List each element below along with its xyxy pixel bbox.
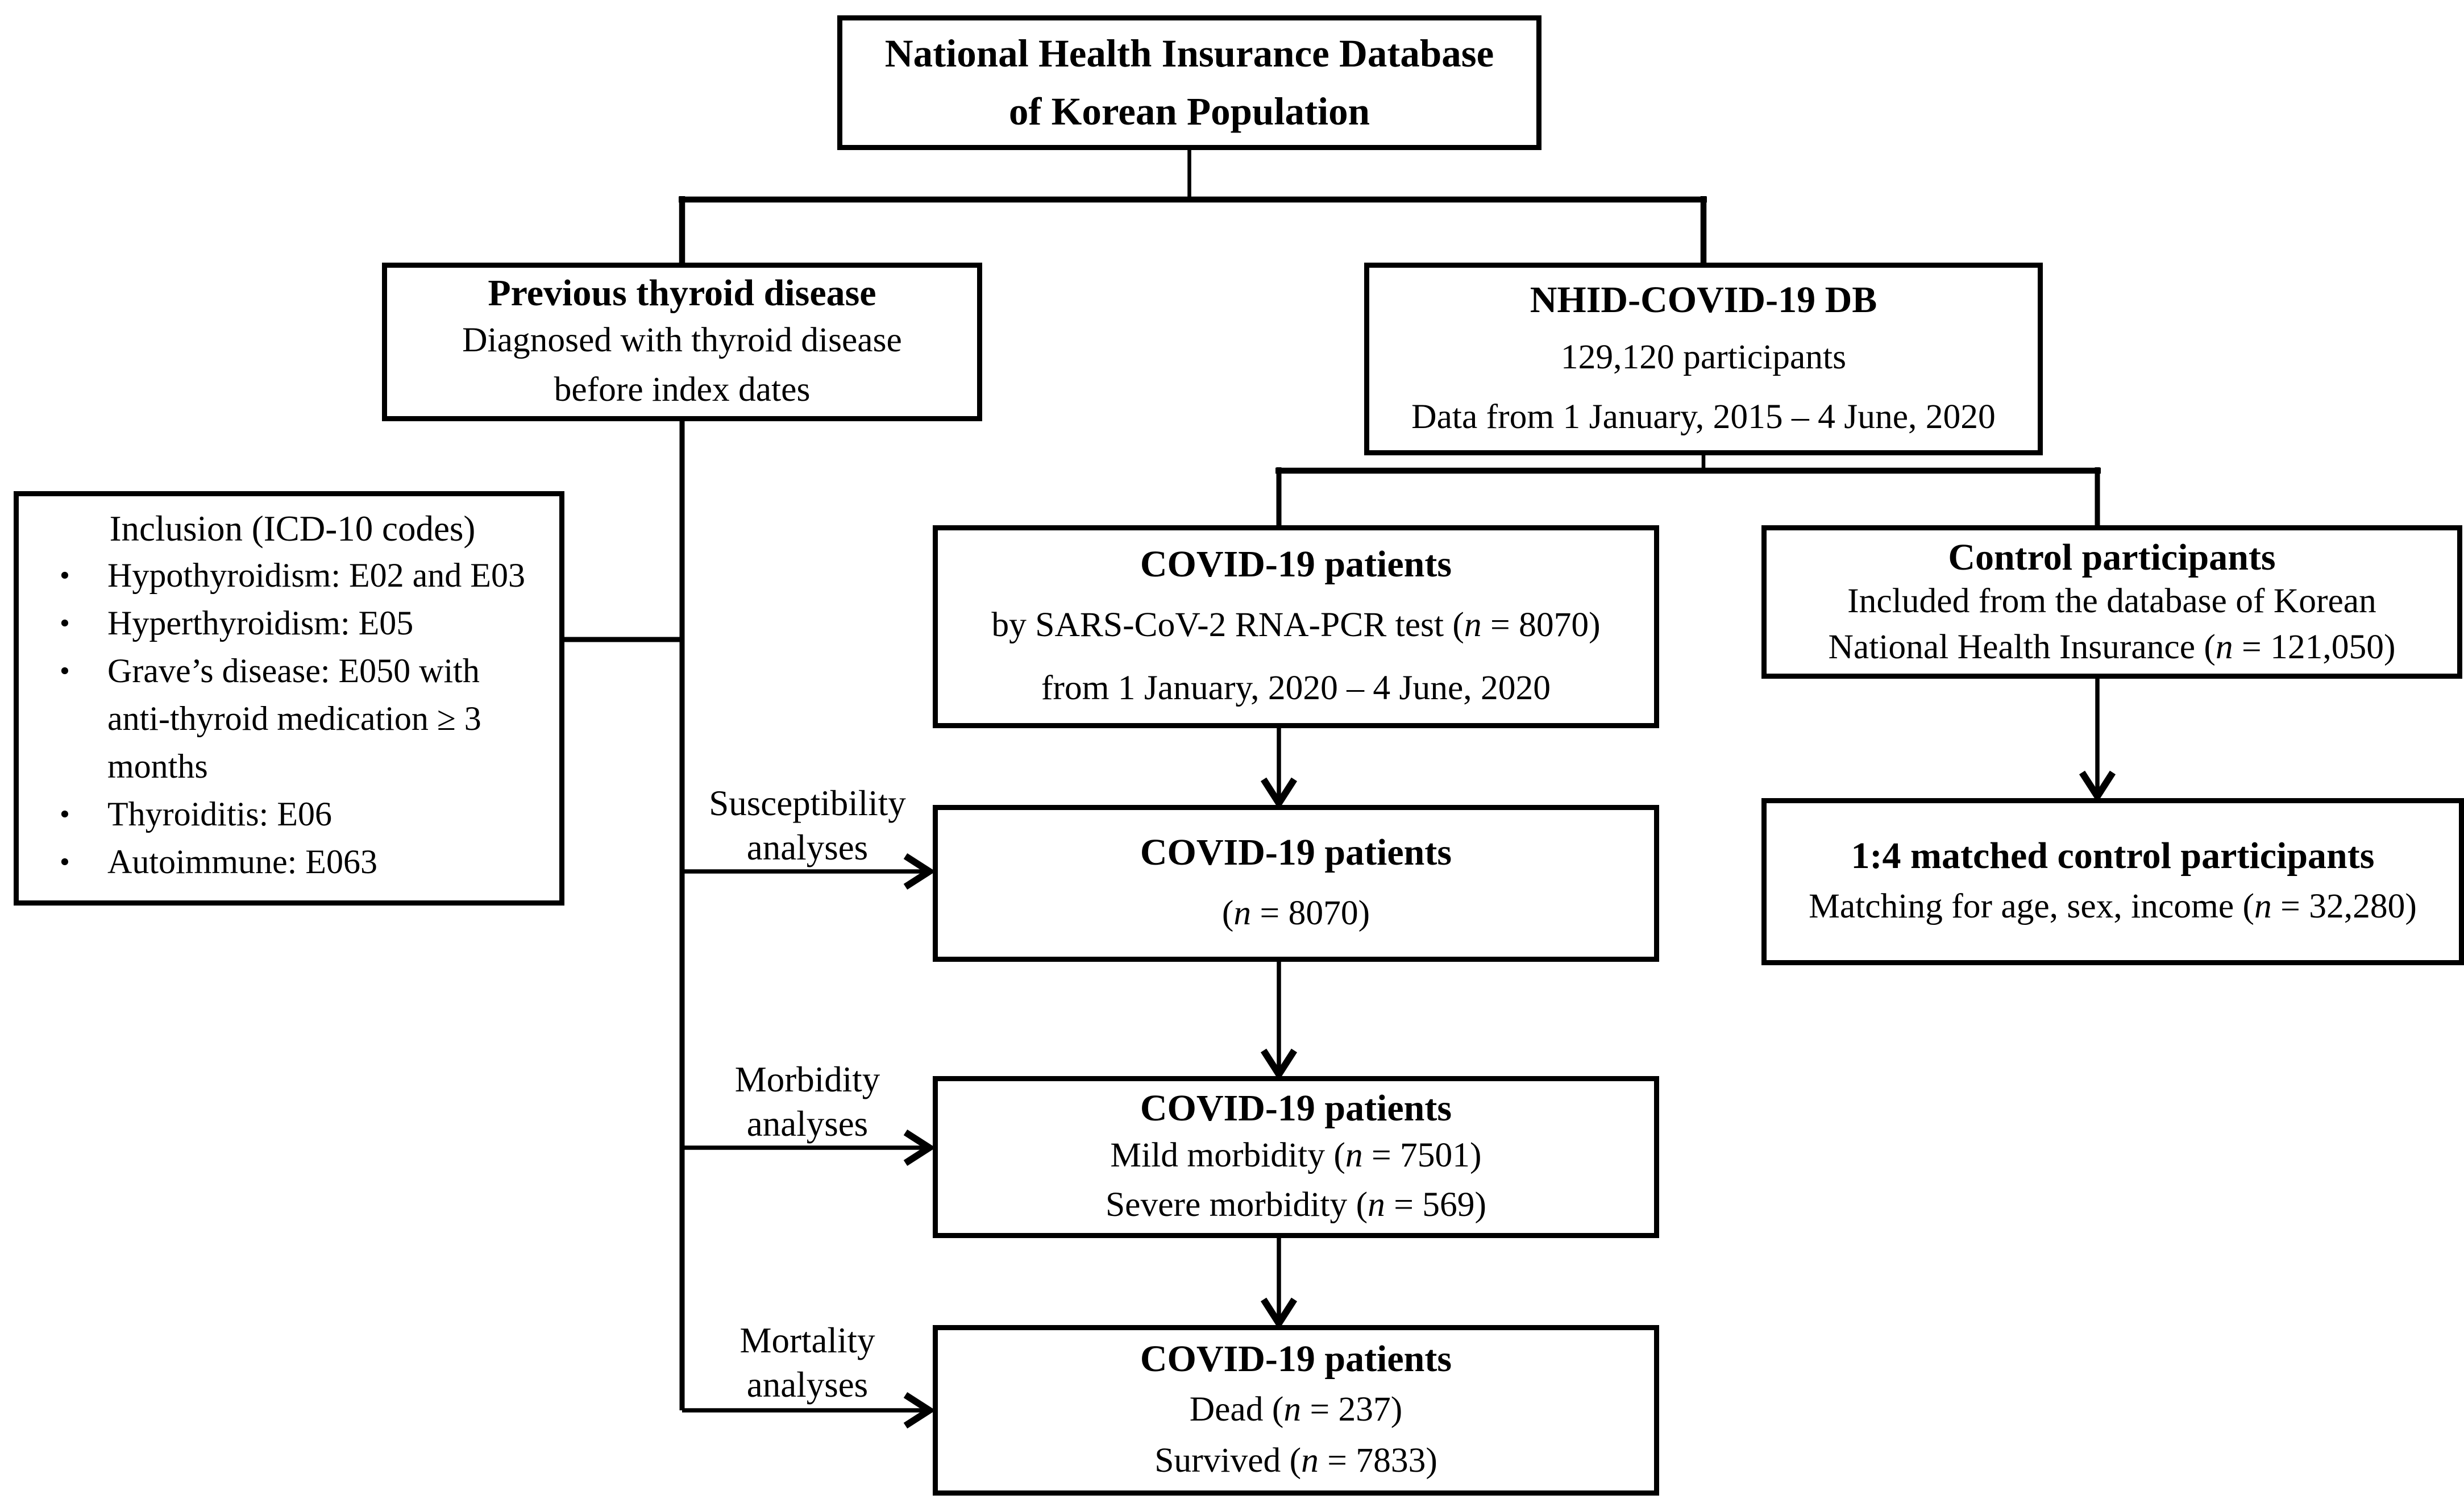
bullet-marker: •: [60, 798, 70, 831]
box-inclusion-criteria: Inclusion (ICD-10 codes) • Hypothyroidism:…: [14, 491, 564, 906]
box-text-line: 129,120 participants: [1560, 339, 1847, 377]
box-text-line: before index dates: [554, 372, 811, 409]
box-title-line: COVID-19 patients: [1140, 831, 1452, 873]
box-text-line: Mild morbidity (n = 7501): [1110, 1137, 1482, 1175]
label-line: Mortality: [739, 1320, 875, 1361]
box-title-line: Previous thyroid disease: [488, 271, 876, 314]
box-title-line: COVID-19 patients: [1140, 1086, 1452, 1129]
bullet-text: Hypothyroidism: E02 and E03: [107, 553, 546, 600]
box-covid19-patients-susceptibility: COVID-19 patients (n = 8070): [933, 805, 1659, 962]
box-text-line: from 1 January, 2020 – 4 June, 2020: [1041, 670, 1551, 708]
bullet-text: Grave’s disease: E050 with anti-thyroid m…: [107, 648, 546, 791]
label-mortality-analyses: Mortality analyses: [685, 1318, 929, 1407]
bullet-item: • Autoimmune: E063: [39, 839, 546, 887]
box-text-line: Survived (n = 7833): [1154, 1443, 1437, 1480]
box-heading: Inclusion (ICD-10 codes): [109, 508, 476, 549]
box-text-line: Data from 1 January, 2015 – 4 June, 2020: [1411, 399, 1996, 437]
box-title-line: Control participants: [1948, 534, 2276, 578]
arrowhead-matched: [2079, 770, 2116, 803]
arrowhead-morbidity: [1260, 1048, 1298, 1081]
box-text-line: Included from the database of Korean: [1847, 582, 2376, 620]
box-title-line: NHID-COVID-19 DB: [1530, 278, 1877, 321]
arrowhead-mortality-analyses: [903, 1392, 936, 1429]
box-text-line: Matching for age, sex, income (n = 32,28…: [1809, 888, 2417, 926]
bullet-item: • Hyperthyroidism: E05: [39, 600, 546, 648]
box-text-line: by SARS-CoV-2 RNA-PCR test (n = 8070): [991, 607, 1601, 645]
bullet-line: Hypothyroidism: E02 and E03: [107, 558, 525, 595]
bullet-line: Thyroiditis: E06: [107, 796, 333, 834]
box-title-line: COVID-19 patients: [1140, 1337, 1452, 1380]
bullet-marker: •: [60, 607, 70, 640]
box-title-line: National Health Insurance Database: [884, 31, 1494, 74]
label-line: analyses: [746, 827, 869, 868]
box-covid19-patients-pcr: COVID-19 patients by SARS-CoV-2 RNA-PCR t…: [933, 525, 1659, 728]
label-line: Morbidity: [734, 1059, 880, 1100]
bullet-text: Autoimmune: E063: [107, 839, 546, 887]
label-morbidity-analyses: Morbidity analyses: [685, 1057, 929, 1146]
bullet-marker: •: [60, 655, 70, 687]
bullet-item: • Thyroiditis: E06: [39, 791, 546, 839]
box-text-line: Dead (n = 237): [1189, 1392, 1403, 1429]
label-line: analyses: [746, 1364, 869, 1405]
bullet-marker: •: [60, 559, 70, 592]
label-susceptibility-analyses: Susceptibility analyses: [685, 781, 929, 870]
box-text-line: (n = 8070): [1221, 895, 1370, 933]
box-title-line: of Korean Population: [1008, 89, 1370, 132]
bullet-item: • Hypothyroidism: E02 and E03: [39, 553, 546, 600]
box-text-line: National Health Insurance (n = 121,050): [1828, 628, 2396, 666]
label-line: Susceptibility: [709, 783, 906, 824]
bullet-line: anti-thyroid medication ≥ 3: [107, 701, 481, 738]
box-title-line: COVID-19 patients: [1140, 542, 1452, 585]
bullet-marker: •: [60, 846, 70, 878]
bullet-line: months: [107, 749, 208, 786]
box-text-line: Diagnosed with thyroid disease: [462, 322, 902, 360]
box-text-line: Severe morbidity (n = 569): [1105, 1187, 1487, 1224]
bullet-line: Hyperthyroidism: E05: [107, 605, 414, 643]
arrowhead-susceptibility: [903, 853, 936, 890]
bullet-line: Grave’s disease: E050 with: [107, 653, 480, 691]
arrowhead-mortality: [1260, 1297, 1298, 1330]
label-line: analyses: [746, 1103, 869, 1144]
box-national-health-insurance-db: National Health Insurance Database of Kor…: [837, 15, 1541, 150]
arrowhead-morbidity-analyses: [903, 1129, 936, 1166]
bullet-text: Thyroiditis: E06: [107, 791, 546, 839]
arrowhead-covid2: [1260, 777, 1298, 810]
bullet-item: • Grave’s disease: E050 with anti-thyroid …: [39, 648, 546, 791]
box-title-line: 1:4 matched control participants: [1851, 834, 2375, 877]
bullet-line: Autoimmune: E063: [107, 844, 377, 882]
bullet-text: Hyperthyroidism: E05: [107, 600, 546, 648]
